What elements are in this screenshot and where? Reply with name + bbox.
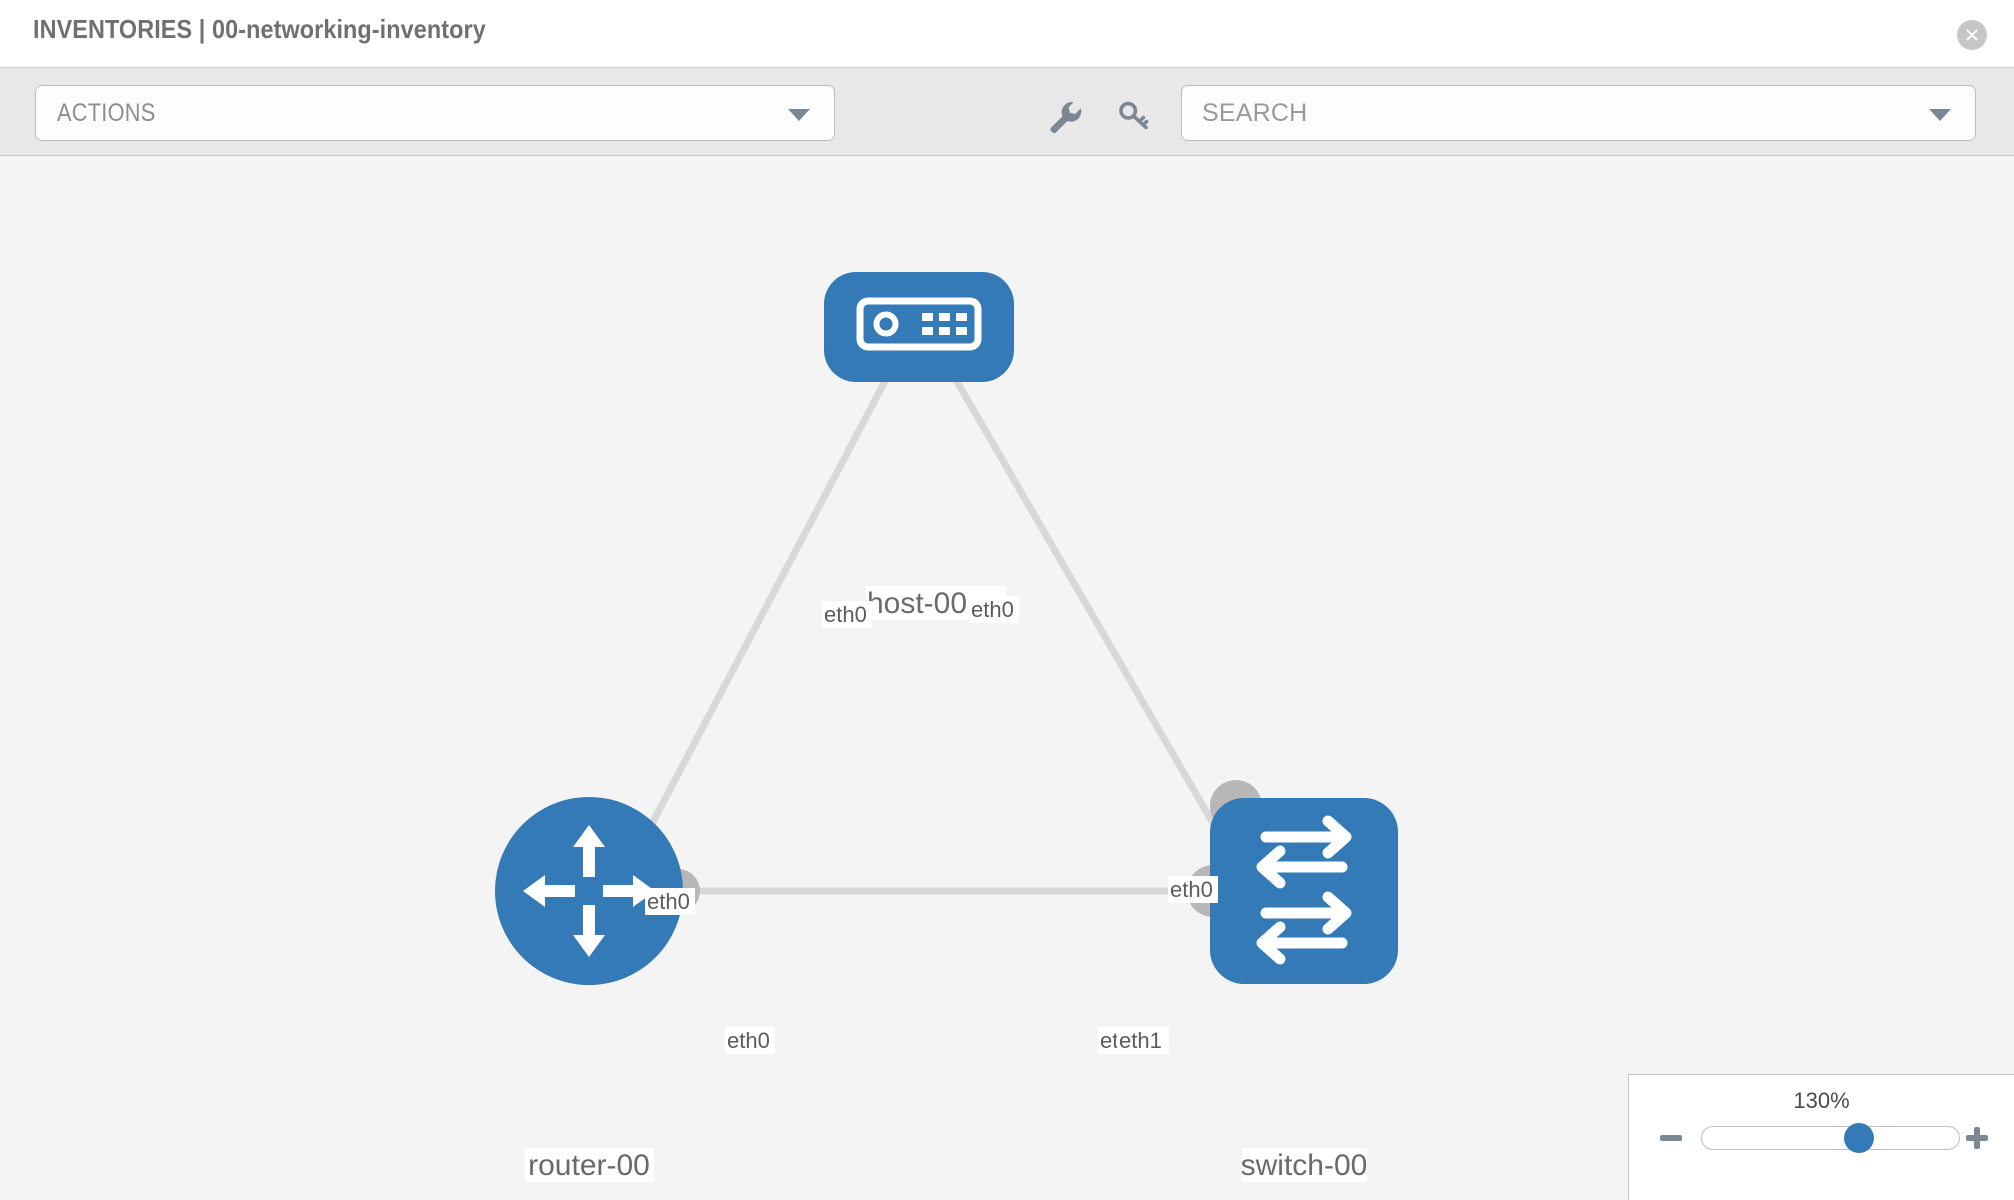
svg-text:eth0: eth0 — [971, 597, 1014, 622]
svg-text:eth0: eth0 — [824, 602, 867, 627]
server-icon — [856, 297, 982, 351]
svg-text:eth0: eth0 — [647, 889, 690, 914]
topology-graph: host-00 router-00 switch-00 eth0 — [495, 272, 1398, 1182]
topology-canvas[interactable]: host-00 router-00 switch-00 eth0 — [0, 156, 2014, 1200]
interface-label: eth0 — [969, 596, 1019, 623]
zoom-level-label: 130% — [1793, 1088, 1850, 1113]
toolbar: ACTIONS SEARCH — [0, 68, 2014, 156]
search-input[interactable]: SEARCH — [1181, 85, 1976, 141]
zoom-slider-thumb[interactable] — [1843, 1123, 1874, 1153]
node-switch-00[interactable] — [1210, 798, 1398, 984]
edge-host00-router00[interactable] — [631, 362, 897, 860]
node-host-00[interactable] — [824, 272, 1014, 382]
page-title: INVENTORIES | 00-networking-inventory — [33, 14, 486, 44]
router-00-shape[interactable] — [495, 797, 683, 985]
router-arrows-icon — [523, 825, 655, 957]
svg-text:eth0: eth0 — [727, 1028, 770, 1053]
actions-dropdown[interactable]: ACTIONS — [35, 85, 835, 141]
interface-label: eth0 — [725, 1027, 775, 1054]
zoom-control-panel: 130% — [1628, 1074, 2014, 1200]
key-icon[interactable] — [1113, 96, 1153, 136]
zoom-out-button[interactable] — [1656, 1123, 1686, 1153]
host-00-label: host-00 — [867, 587, 967, 620]
chevron-down-icon — [788, 109, 810, 121]
search-placeholder: SEARCH — [1202, 99, 1308, 127]
node-label-layer: host-00 router-00 switch-00 — [525, 586, 1367, 1182]
port-layer — [656, 324, 1262, 917]
zoom-slider[interactable] — [1701, 1123, 1960, 1153]
close-icon[interactable] — [1957, 20, 1987, 50]
edge-layer — [631, 362, 1236, 895]
interface-label-layer: eth0 eth0 eth0 eth0 eth0 — [645, 596, 1218, 1054]
svg-text:eth1: eth1 — [1119, 1028, 1162, 1053]
chevron-down-icon[interactable] — [1929, 109, 1951, 121]
page-header: INVENTORIES | 00-networking-inventory — [0, 0, 2014, 68]
interface-label: eth0 — [1168, 876, 1218, 903]
router-00-label: router-00 — [528, 1149, 650, 1182]
wrench-icon[interactable] — [1043, 96, 1083, 136]
switch-00-label: switch-00 — [1241, 1149, 1368, 1182]
actions-dropdown-label: ACTIONS — [57, 99, 156, 127]
interface-label: eth0 — [645, 888, 695, 915]
interface-label: eth1 — [1117, 1027, 1169, 1054]
zoom-in-button[interactable] — [1962, 1123, 1992, 1153]
switch-00-shape[interactable] — [1210, 798, 1398, 984]
node-label-switch-00: switch-00 — [1241, 1148, 1368, 1182]
node-router-00[interactable] — [495, 797, 683, 985]
interface-label: eth0 — [822, 601, 872, 628]
switch-arrows-icon — [1256, 815, 1352, 965]
node-label-router-00: router-00 — [525, 1148, 654, 1182]
svg-text:eth0: eth0 — [1170, 877, 1213, 902]
edge-host00-switch00[interactable] — [944, 362, 1236, 860]
host-00-shape[interactable] — [824, 272, 1014, 382]
